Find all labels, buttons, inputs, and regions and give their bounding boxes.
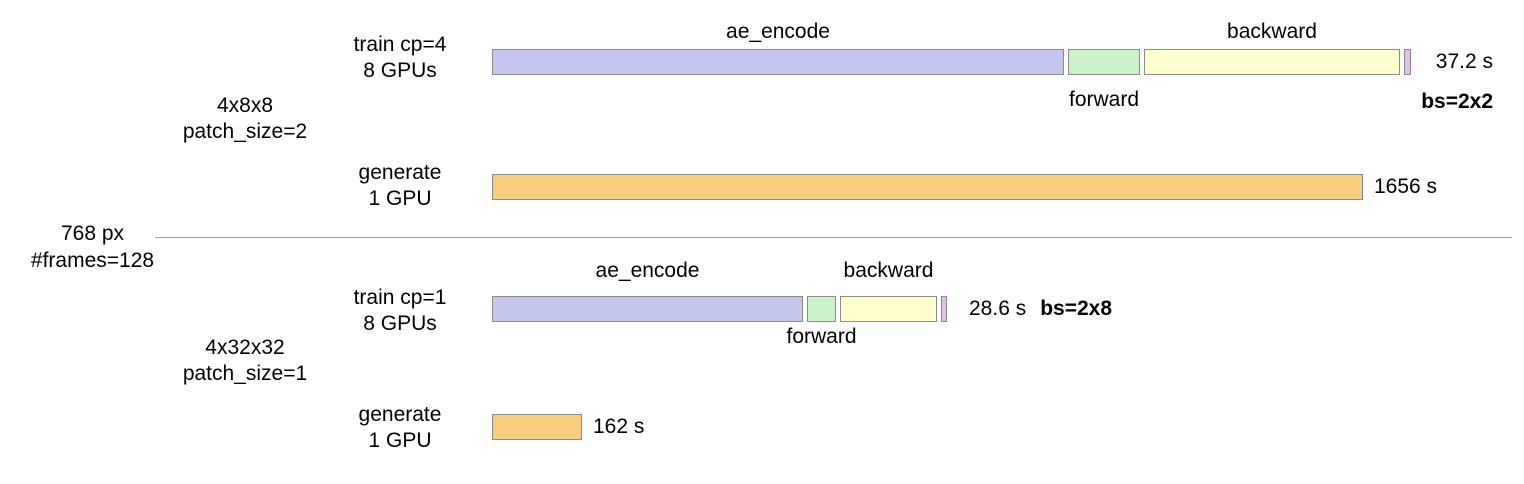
train-row-label: train cp=1 8 GPUs (320, 285, 480, 337)
generate-bar (492, 414, 582, 440)
latent-shape-label: 4x32x32 (205, 336, 285, 359)
segment-forward (807, 296, 836, 322)
frames-label: #frames=128 (30, 249, 155, 272)
segment-tail (1404, 49, 1411, 75)
train-label-line2: 8 GPUs (363, 312, 437, 335)
train-total-row: 28.6 s bs=2x8 (969, 296, 1112, 322)
generate-row-label: generate 1 GPU (325, 160, 475, 212)
segment-ae_encode (492, 49, 1064, 75)
segment-label-forward: forward (786, 325, 857, 348)
segment-tail (941, 296, 947, 322)
generate-total-label: 162 s (593, 415, 645, 438)
generate-label-line2: 1 GPU (368, 429, 432, 452)
batch-size-label: bs=2x2 (1421, 90, 1493, 113)
segment-ae_encode (492, 296, 803, 322)
segment-forward (1068, 49, 1140, 75)
latent-shape-label: 4x8x8 (216, 94, 274, 117)
segment-label-ae_encode: ae_encode (726, 20, 830, 43)
generate-label-line1: generate (358, 161, 442, 184)
config-label: 4x8x8 patch_size=2 (120, 93, 370, 145)
generate-label-line2: 1 GPU (368, 187, 432, 210)
resolution-label: 768 px (60, 222, 125, 245)
train-label-line2: 8 GPUs (363, 59, 437, 82)
generate-total-label: 1656 s (1374, 175, 1438, 198)
train-bar (492, 49, 1411, 75)
train-label-line1: train cp=1 (353, 286, 447, 309)
segment-backward (1144, 49, 1400, 75)
patch-size-label: patch_size=1 (182, 362, 308, 385)
segment-label-backward: backward (1227, 20, 1317, 43)
train-row-label: train cp=4 8 GPUs (320, 32, 480, 84)
train-total-label: 37.2 s (1435, 50, 1493, 73)
shared-config-label: 768 px #frames=128 (10, 220, 175, 274)
segment-label-forward: forward (1068, 88, 1140, 111)
generate-row-label: generate 1 GPU (325, 402, 475, 454)
batch-size-label: bs=2x8 (1040, 297, 1113, 320)
train-total-label: 28.6 s (969, 297, 1027, 320)
config-label: 4x32x32 patch_size=1 (120, 335, 370, 387)
section-divider-line (155, 237, 1512, 238)
segment-backward (840, 296, 937, 322)
patch-size-label: patch_size=2 (182, 120, 308, 143)
generate-label-line1: generate (358, 403, 442, 426)
segment-label-backward: backward (843, 259, 934, 282)
segment-label-ae_encode: ae_encode (595, 259, 700, 282)
generate-bar (492, 174, 1363, 200)
train-bar (492, 296, 947, 322)
train-label-line1: train cp=4 (353, 33, 447, 56)
